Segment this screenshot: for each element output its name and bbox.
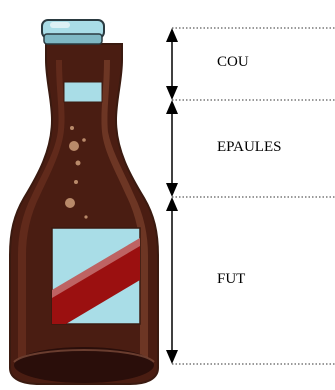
bubble	[82, 138, 86, 142]
arrow-head-up-icon	[166, 28, 178, 42]
neck-band	[63, 81, 103, 103]
bottle-shine-left	[18, 60, 65, 360]
neck-dimension-arrow	[166, 28, 178, 100]
neck-label: COU	[217, 54, 249, 70]
bubble	[75, 160, 81, 166]
bottle-base	[14, 347, 154, 383]
shoulders-label: EPAULES	[217, 139, 282, 155]
bottle-label	[51, 227, 141, 325]
bottle-shine-right	[101, 60, 148, 360]
bubble	[70, 126, 74, 130]
bubble	[65, 198, 75, 208]
arrow-head-up-icon	[166, 197, 178, 211]
arrow-head-down-icon	[166, 350, 178, 364]
shoulders-dimension-arrow	[166, 100, 178, 197]
body-dimension-arrow	[166, 197, 178, 364]
arrow-head-down-icon	[166, 183, 178, 197]
dimension-arrows	[166, 28, 178, 364]
bubble	[74, 180, 78, 184]
arrow-head-down-icon	[166, 86, 178, 100]
bubble	[84, 215, 88, 219]
bubble	[69, 141, 79, 151]
bottle-cap	[41, 19, 105, 45]
bottle	[9, 19, 159, 385]
arrow-head-up-icon	[166, 100, 178, 114]
bottle-base-rim	[13, 349, 155, 363]
section-dividers	[172, 27, 335, 365]
body-label: FUT	[217, 271, 246, 287]
